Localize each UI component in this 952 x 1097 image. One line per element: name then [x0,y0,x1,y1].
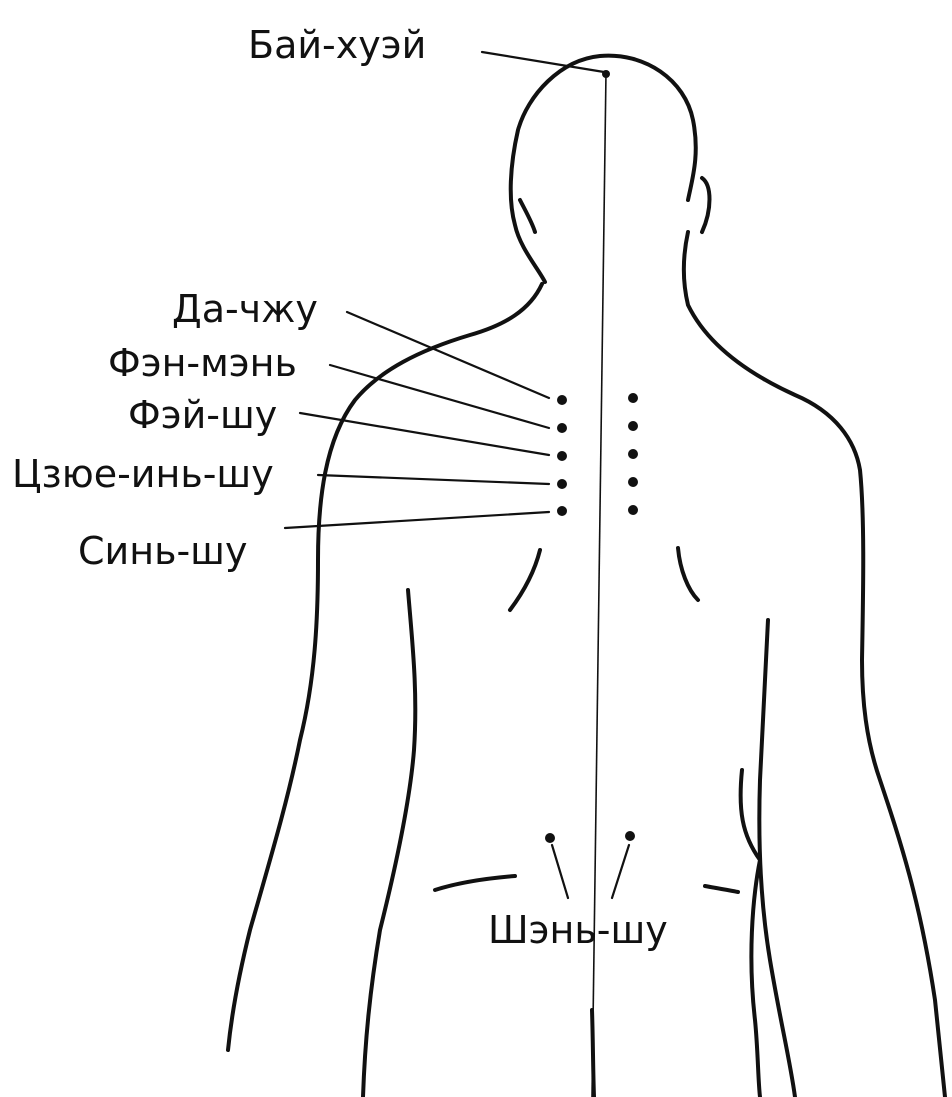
point-da-zhu-right [628,393,638,403]
point-bai-hui [602,70,610,78]
leader-bai-hui [482,52,604,72]
right-arm-inner-outline [759,620,795,1097]
leader-jue-yin-shu [318,475,549,484]
point-xin-shu-left [557,506,567,516]
right-ear-outline [702,178,710,232]
left-ear-outline [520,200,535,232]
point-shen-shu-left [545,833,555,843]
point-shen-shu-right [625,831,635,841]
leader-da-zhu [347,312,549,398]
label-fei-shu: Фэй-шу [128,393,277,437]
point-xin-shu-right [628,505,638,515]
point-labels: Бай-хуэй Да-чжу Фэн-мэнь Фэй-шу Цзюе-инь… [12,23,668,952]
point-feng-men-left [557,423,567,433]
leader-xin-shu [285,512,549,528]
left-waist-line [435,876,515,890]
leader-lines [285,52,629,898]
right-shoulder-outline [684,232,945,1097]
leader-shen-shu-right [612,845,629,898]
leader-feng-men [330,365,549,428]
label-da-zhu: Да-чжу [172,287,318,331]
acupuncture-points [545,70,638,843]
label-bai-hui: Бай-хуэй [248,23,426,67]
left-scapula-line [510,550,540,610]
point-jue-yin-shu-right [628,477,638,487]
point-fei-shu-right [628,449,638,459]
right-waist-line [705,886,738,892]
point-feng-men-right [628,421,638,431]
label-shen-shu: Шэнь-шу [488,908,668,952]
right-torso-side-outline [741,770,760,1097]
label-jue-yin-shu: Цзюе-инь-шу [12,452,274,496]
label-xin-shu: Синь-шу [78,529,247,573]
leader-shen-shu-left [552,845,568,898]
right-scapula-line [678,548,698,600]
point-fei-shu-left [557,451,567,461]
point-jue-yin-shu-left [557,479,567,489]
left-arm-inner-outline [363,590,415,1097]
point-da-zhu-left [557,395,567,405]
label-feng-men: Фэн-мэнь [108,341,297,385]
